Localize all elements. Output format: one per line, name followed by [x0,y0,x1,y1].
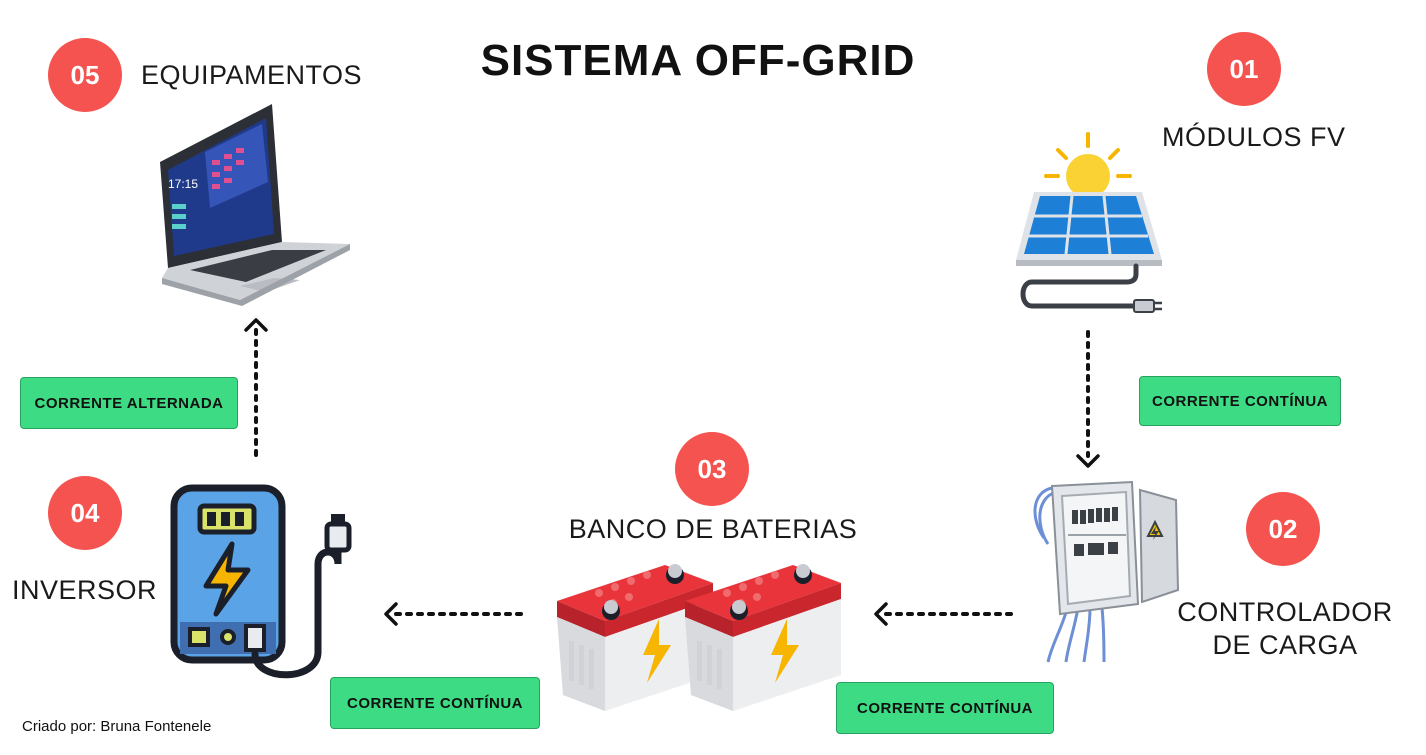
node-04-badge: 04 [48,476,122,550]
edge-01-02-label: CORRENTE CONTÍNUA [1139,376,1341,426]
edge-02-03-label: CORRENTE CONTÍNUA [836,682,1054,734]
node-01-badge: 01 [1207,32,1281,106]
solar-panel-icon [1016,132,1162,313]
node-02-label: CONTROLADOR DE CARGA [1172,596,1398,662]
node-02-label-line2: DE CARGA [1212,630,1358,660]
node-02-badge: 02 [1246,492,1320,566]
charge-controller-icon [1033,480,1180,663]
node-03-label: BANCO DE BATERIAS [568,514,858,544]
diagram-title: SISTEMA OFF-GRID [480,36,916,85]
laptop-icon: 17:15 [160,104,350,306]
node-01-label: MÓDULOS FV [1162,122,1346,152]
laptop-clock: 17:15 [168,177,198,191]
arrow-batteries-to-inverter [384,602,530,626]
node-05-label: EQUIPAMENTOS [141,60,363,90]
arrow-modules-to-controller [1076,330,1100,468]
edge-04-05-label: CORRENTE ALTERNADA [20,377,238,429]
node-03-badge: 03 [675,432,749,506]
node-02-label-line1: CONTROLADOR [1177,597,1393,627]
node-05-badge: 05 [48,38,122,112]
battery-bank-icon [557,564,841,711]
node-04-label: INVERSOR [12,575,158,605]
arrow-controller-to-batteries [874,602,1020,626]
credit-text: Criado por: Bruna Fontenele [22,718,212,735]
edge-03-04-label: CORRENTE CONTÍNUA [330,677,540,729]
inverter-icon [170,484,352,679]
arrow-inverter-to-equipment [244,318,268,460]
